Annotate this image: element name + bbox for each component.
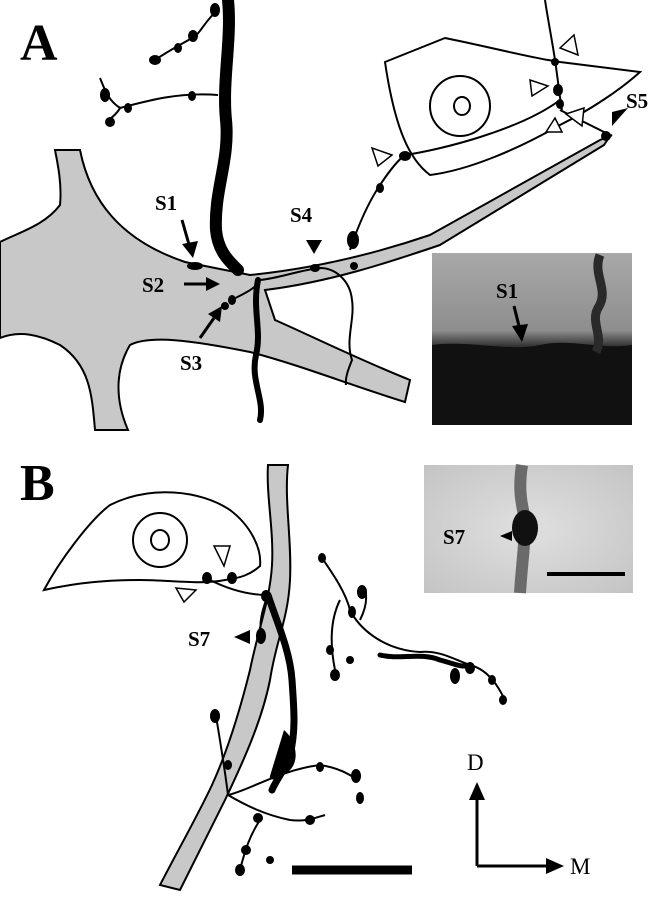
varicosity	[318, 553, 326, 563]
varicosity	[105, 117, 115, 127]
axon-lower-a	[251, 277, 264, 423]
varicosity	[356, 792, 364, 804]
arrow-s3-head	[208, 306, 222, 322]
axon-trunk-b-tip	[269, 730, 296, 780]
varicosity	[348, 606, 356, 618]
dendrite-b	[158, 464, 292, 892]
varicosity	[253, 813, 263, 823]
label-s2: S2	[142, 273, 164, 297]
open-arrowhead	[544, 116, 564, 133]
varicosity	[188, 91, 196, 101]
varicosity	[228, 295, 236, 305]
medial-arrowhead	[546, 858, 564, 874]
axon-branch-b-thick	[377, 652, 473, 669]
varicosity	[376, 183, 384, 193]
varicosity	[235, 864, 245, 876]
varicosity	[556, 99, 564, 109]
varicosity	[174, 43, 182, 53]
varicosity	[310, 264, 320, 272]
varicosity	[187, 262, 203, 270]
varicosity	[316, 762, 324, 772]
varicosity	[350, 262, 358, 270]
varicosity	[499, 695, 507, 705]
panel-b: B	[20, 455, 633, 892]
varicosity	[305, 815, 315, 825]
varicosity	[221, 302, 229, 310]
soma-outline-a	[383, 36, 643, 177]
open-arrowhead	[174, 587, 198, 604]
varicosity	[202, 572, 212, 584]
varicosity	[100, 88, 110, 102]
nucleolus-a	[453, 96, 471, 116]
label-s3: S3	[180, 351, 202, 375]
inset-b-label: S7	[443, 525, 465, 549]
inset-a: S1	[432, 253, 632, 425]
inset-b: S7	[424, 464, 633, 594]
varicosity	[450, 668, 460, 684]
varicosity	[188, 30, 198, 42]
axon-branch-upper-a	[99, 9, 219, 121]
label-s5: S5	[626, 89, 648, 113]
nucleus-a	[429, 75, 491, 137]
dorsal-arrowhead	[469, 782, 485, 800]
varicosity	[488, 675, 496, 685]
varicosity	[357, 585, 367, 599]
nucleolus-b	[150, 529, 170, 551]
arrowhead-s5	[612, 108, 628, 126]
open-arrowhead	[212, 545, 232, 569]
arrow-s2-head	[206, 277, 220, 291]
varicosity	[346, 656, 354, 664]
label-s4: S4	[290, 203, 313, 227]
varicosity	[261, 590, 271, 602]
varicosity	[210, 3, 220, 17]
varicosity	[551, 58, 559, 66]
arrowhead-s7	[234, 630, 250, 644]
dendrite-large-a	[0, 133, 613, 431]
label-s1: S1	[155, 191, 177, 215]
varicosity	[256, 628, 266, 644]
varicosity	[351, 769, 361, 783]
arrow-s1-head	[182, 241, 198, 258]
panel-b-letter: B	[20, 455, 55, 512]
inset-a-label: S1	[496, 279, 518, 303]
panel-a-letter: A	[20, 15, 58, 72]
soma-outline-b	[42, 491, 262, 592]
arrow-s3-shaft	[198, 317, 216, 339]
open-arrowhead	[564, 106, 585, 128]
open-arrowhead	[529, 78, 550, 98]
varicosity	[224, 760, 232, 770]
varicosity	[399, 151, 411, 161]
open-arrowhead	[370, 146, 394, 168]
varicosity	[266, 856, 274, 864]
dorsal-label: D	[467, 750, 484, 775]
varicosity	[227, 572, 237, 584]
varicosity	[601, 131, 611, 141]
medial-label: M	[570, 854, 590, 879]
label-s7: S7	[188, 627, 210, 651]
varicosity	[347, 231, 359, 249]
varicosity	[124, 103, 132, 113]
nucleus-b	[132, 512, 188, 568]
open-arrowhead	[558, 33, 580, 57]
axon-trunk-a	[209, 0, 244, 276]
varicosity	[465, 662, 475, 674]
varicosity	[241, 845, 251, 855]
orientation-compass: D M	[467, 750, 590, 879]
varicosity	[553, 84, 563, 96]
varicosity	[326, 645, 334, 655]
varicosity	[149, 55, 161, 65]
arrowhead-s4	[306, 240, 322, 254]
panel-a: A	[0, 0, 648, 431]
varicosity	[210, 709, 220, 723]
varicosity	[330, 669, 340, 681]
